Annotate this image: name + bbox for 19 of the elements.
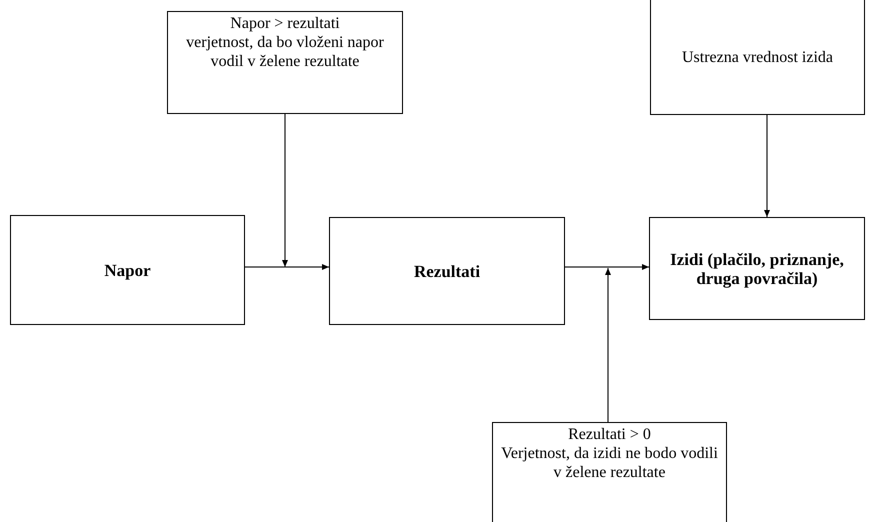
box-text: Verjetnost, da izidi ne bodo vodili v želene rezultate [500,444,719,482]
process-box [649,217,865,320]
process-box [329,217,565,325]
box-text: Ustrezna vrednost izida [682,48,834,66]
process-box [650,0,865,115]
arrow [564,264,650,270]
arrow [605,268,611,422]
box-text: Napor > rezultati [230,14,340,33]
arrow [282,114,288,268]
box-text: Izidi (plačilo, priznanje, druga povračila) [669,250,845,288]
process-box [492,422,727,522]
arrow [764,114,770,218]
box-text: verjetnost, da bo vloženi napor vodil v želene rezultate [185,33,385,71]
process-box [10,215,245,325]
box-text: Rezultati [414,262,480,280]
box-text: Rezultati > 0 [568,425,651,444]
process-box [167,11,403,114]
box-text: Napor [104,260,151,280]
arrow [244,264,330,270]
